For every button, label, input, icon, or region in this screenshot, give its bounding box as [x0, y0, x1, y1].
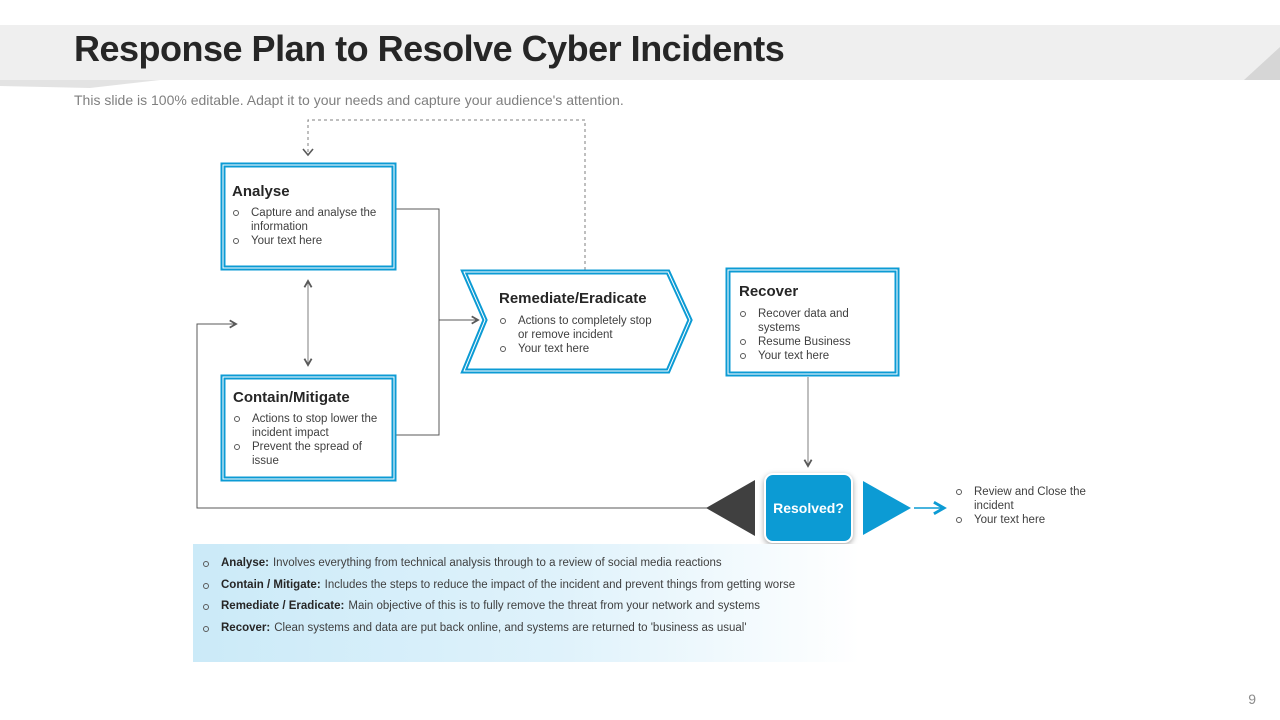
outcome-point: Your text here — [955, 513, 1095, 527]
recover-point: Recover data and systems — [739, 307, 879, 335]
resolved-decision-box: Resolved? — [764, 473, 853, 543]
recover-box-frame — [725, 267, 900, 377]
legend-text: Main objective of this is to fully remov… — [348, 600, 760, 612]
remediate-point: Actions to completely stop or remove inc… — [499, 314, 663, 342]
page-number: 9 — [1248, 691, 1256, 707]
decision-no-triangle — [706, 480, 755, 536]
contain-point: Actions to stop lower the incident impac… — [233, 412, 385, 440]
loop-back-connector — [196, 324, 708, 509]
legend-item: Remediate / Eradicate:Main objective of … — [193, 600, 795, 622]
analyse-point: Capture and analyse the information — [232, 206, 377, 234]
contain-title: Contain/Mitigate — [233, 389, 350, 406]
legend-text: Clean systems and data are put back onli… — [274, 621, 747, 634]
legend-text: Includes the steps to reduce the impact … — [324, 578, 796, 591]
decision-outcome-points: Review and Close the incident Your text … — [955, 485, 1095, 527]
recover-points: Recover data and systems Resume Business… — [739, 307, 879, 363]
legend-term: Contain / Mitigate: — [221, 578, 321, 591]
contain-points: Actions to stop lower the incident impac… — [233, 412, 385, 468]
remediate-title: Remediate/Eradicate — [499, 290, 647, 307]
dashed-feedback-arrowhead — [302, 148, 314, 157]
remediate-point: Your text here — [499, 342, 663, 356]
legend-panel: Analyse:Involves everything from technic… — [193, 544, 860, 662]
slide-subtitle: This slide is 100% editable. Adapt it to… — [74, 92, 624, 108]
contain-point: Prevent the spread of issue — [233, 440, 385, 468]
analyse-box-frame — [220, 162, 397, 271]
recover-point: Resume Business — [739, 335, 879, 349]
legend-item: Recover:Clean systems and data are put b… — [193, 622, 795, 644]
recover-point: Your text here — [739, 349, 879, 363]
analyse-title: Analyse — [232, 183, 290, 200]
analyse-points: Capture and analyse the information Your… — [232, 206, 377, 248]
legend-text: Involves everything from technical analy… — [272, 557, 722, 569]
dashed-feedback-connector — [307, 119, 586, 270]
legend-term: Analyse: — [221, 557, 269, 569]
legend-term: Recover: — [221, 621, 271, 634]
title-band — [0, 25, 1280, 80]
legend-list: Analyse:Involves everything from technic… — [193, 557, 795, 643]
outcome-point: Review and Close the incident — [955, 485, 1095, 513]
title-band-decoration — [0, 47, 1280, 88]
resolved-label: Resolved? — [773, 500, 844, 516]
contain-box-frame — [220, 374, 397, 482]
slide-title: Response Plan to Resolve Cyber Incidents — [74, 28, 785, 69]
decision-yes-triangle — [863, 481, 911, 535]
legend-item: Analyse:Involves everything from technic… — [193, 557, 795, 579]
legend-term: Remediate / Eradicate: — [221, 600, 345, 612]
analyse-point: Your text here — [232, 234, 377, 248]
remediate-box-frame — [460, 269, 693, 374]
merge-bracket-connector — [395, 208, 478, 436]
remediate-points: Actions to completely stop or remove inc… — [499, 314, 663, 356]
legend-item: Contain / Mitigate:Includes the steps to… — [193, 579, 795, 601]
recover-title: Recover — [739, 283, 799, 300]
